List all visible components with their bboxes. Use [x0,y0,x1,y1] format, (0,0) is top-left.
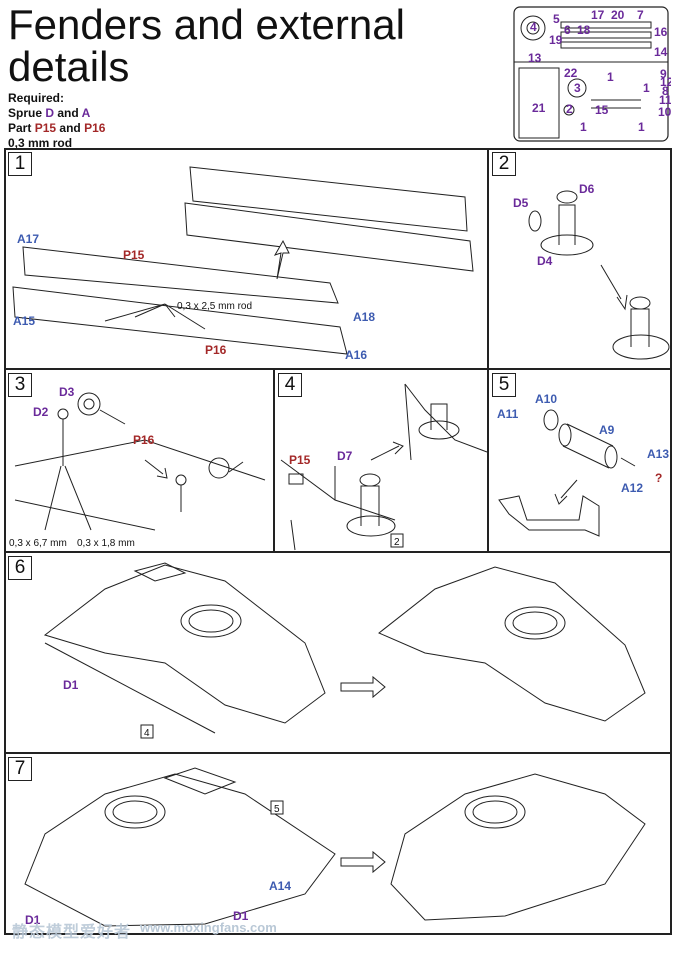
step-number: 5 [492,373,516,397]
label-question: ? [655,471,662,485]
sprue-num: 7 [637,8,644,22]
label-a18: A18 [353,310,375,324]
sprue-num: 12 [660,75,671,89]
sprue-num: 15 [595,103,609,117]
sprue-num: 9 [660,67,667,81]
ref-step-4: 4 [144,728,150,739]
part-requirement: Part P15 and P16 [8,121,106,135]
label-a13: A13 [647,447,669,461]
label-rod-1: 0,3 x 6,7 mm [9,538,67,549]
sprue-num: 1 [643,81,650,95]
label-a10: A10 [535,392,557,406]
step-number: 1 [8,152,32,176]
step-number: 7 [8,757,32,781]
sprue-num: 13 [528,51,542,65]
sprue-map: 5 17 20 7 4 6 18 19 16 13 14 22 1 9 12 3… [511,4,671,144]
required-label: Required: [8,91,65,105]
sprue-num: 1 [580,120,587,134]
rod-requirement: 0,3 mm rod [8,136,73,150]
sprue-num: 22 [564,66,578,80]
label-a14: A14 [269,879,291,893]
sprue-diagram: 5 17 20 7 4 6 18 19 16 13 14 22 1 9 12 3… [513,6,671,142]
label-d1-left: D1 [25,913,41,927]
label-p16: P16 [205,343,227,357]
sprue-num: 3 [574,81,581,95]
watermark-cn: 静态模型爱好者 [12,924,132,941]
label-p16: P16 [133,433,155,447]
label-d7: D7 [337,449,353,463]
sprue-num: 18 [577,23,591,37]
ref-step-5: 5 [274,804,280,815]
step-4-diagram: P15 D7 2 [280,383,488,551]
step-4-panel: 4 P15 D7 2 [274,369,488,552]
label-d1: D1 [63,678,79,692]
watermark-url: www.moxingfans.com [140,920,277,935]
title-line-2: details [8,43,130,90]
page-title: Fenders and external details [8,4,405,88]
label-a12: A12 [621,481,643,495]
sprue-num: 5 [553,12,560,26]
sprue-num: 11 [659,93,671,107]
step-3-panel: 3 D3 D2 P16 0,3 x 6,7 mm 0,3 x 1,8 mm [4,369,274,552]
label-d4: D4 [537,254,553,268]
label-d2: D2 [33,405,49,419]
sprue-num: 8 [662,84,669,98]
step-5-diagram: A10 A11 A9 A13 A12 ? [497,392,669,537]
step-7-panel: 7 5 A14 D1 D1 [4,753,672,935]
step-number: 3 [8,373,32,397]
sprue-num: 2 [566,102,573,116]
sprue-num: 20 [611,8,625,22]
step-1-panel: 1 A17 A15 A18 A16 P15 P16 0,3 x 2,5 mm r… [4,148,488,369]
sprue-num: 1 [607,70,614,84]
label-rod: 0,3 x 2,5 mm rod [177,301,252,312]
label-a11: A11 [497,407,519,421]
label-a9: A9 [599,423,615,437]
step-3-diagram: D3 D2 P16 0,3 x 6,7 mm 0,3 x 1,8 mm [9,385,266,549]
label-d1-right: D1 [233,909,249,923]
step-number: 2 [492,152,516,176]
step-2-diagram: D5 D6 D4 [513,182,670,360]
sprue-num: 16 [654,25,668,39]
label-rod-2: 0,3 x 1,8 mm [77,538,135,549]
step-2-panel: 2 D5 D6 D4 [488,148,672,369]
label-d5: D5 [513,196,529,210]
requirements-block: Required: Sprue D and A Part P15 and P16… [8,91,105,151]
step-5-panel: 5 A10 A11 A9 A13 A12 ? [488,369,672,552]
sprue-num: 6 [564,23,571,37]
label-d6: D6 [579,182,595,196]
step-6-diagram: D1 4 [43,562,646,739]
label-a17: A17 [17,232,39,246]
step-number: 6 [8,556,32,580]
ref-step-2: 2 [394,537,400,548]
sprue-num: 21 [532,101,546,115]
sprue-num: 1 [638,120,645,134]
label-d3: D3 [59,385,75,399]
step-number: 4 [278,373,302,397]
sprue-num: 17 [591,8,605,22]
step-1-diagram: A17 A15 A18 A16 P15 P16 0,3 x 2,5 mm rod [12,166,474,362]
label-a16: A16 [345,348,367,362]
sprue-num: 19 [549,33,563,47]
step-7-diagram: 5 A14 D1 D1 [24,767,646,927]
title-line-1: Fenders and external [8,1,405,48]
sprue-requirement: Sprue D and A [8,106,91,120]
label-p15: P15 [289,453,311,467]
label-p15: P15 [123,248,145,262]
step-6-panel: 6 D1 4 [4,552,672,753]
label-a15: A15 [13,314,35,328]
sprue-num: 14 [654,45,668,59]
sprue-num: 10 [658,105,671,119]
sprue-num: 4 [530,20,537,34]
